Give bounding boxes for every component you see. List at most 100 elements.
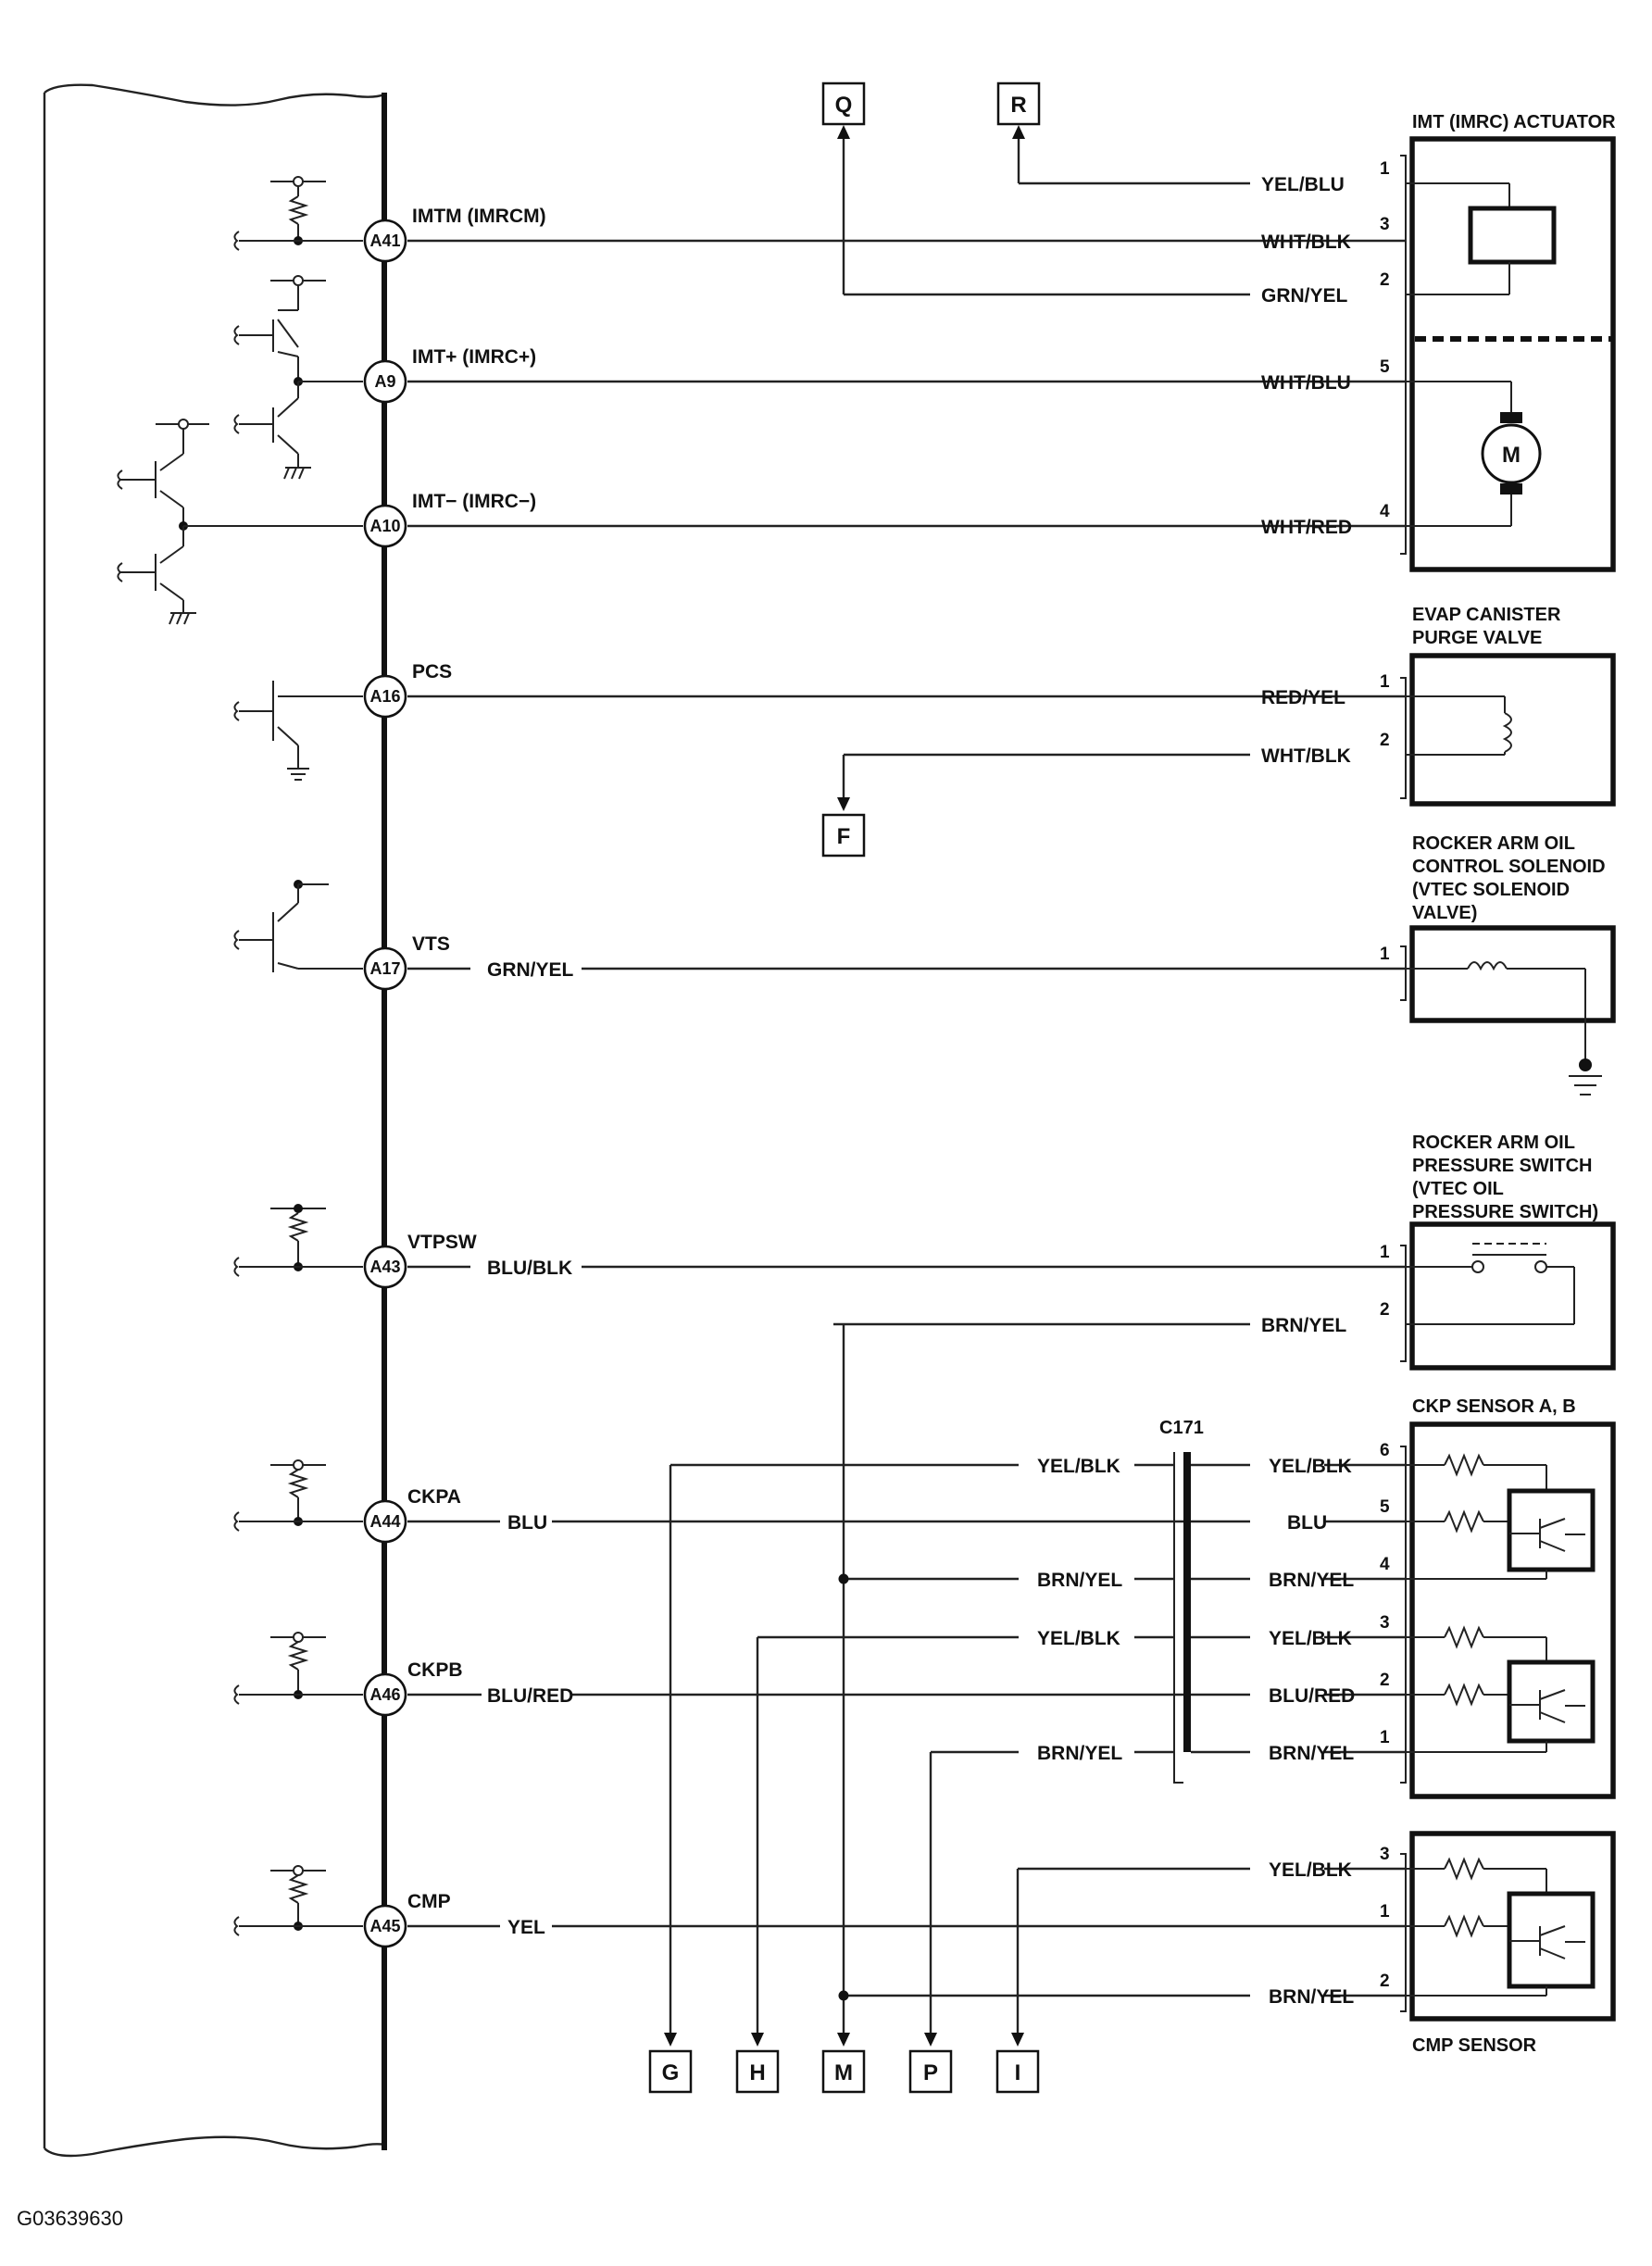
diagram-label: BRN/YEL xyxy=(1269,1570,1354,1591)
diagram-label: YEL/BLK xyxy=(1269,1628,1352,1649)
wire-label-imt-1: YEL/BLU xyxy=(1261,174,1345,195)
diagram-label: VALVE) xyxy=(1412,903,1477,923)
diagram-label: 4 xyxy=(1380,502,1390,521)
signal-label-cmp: CMP xyxy=(407,1891,451,1912)
signal-label-pcs: PCS xyxy=(412,661,452,682)
diagram-label: A16 xyxy=(369,687,400,706)
ecm-body xyxy=(43,83,387,2158)
wire-label-imt-5: WHT/BLU xyxy=(1261,372,1351,394)
diagram-label: 2 xyxy=(1380,731,1390,750)
wire-label-psw-2: BRN/YEL xyxy=(1261,1315,1346,1336)
diagram-label: 2 xyxy=(1380,270,1390,290)
ref-box-r xyxy=(996,81,1041,126)
signal-label-vts: VTS xyxy=(412,933,450,955)
ref-box-p xyxy=(908,2049,953,2094)
diagram-label: A17 xyxy=(369,959,400,978)
diagram-label: 1 xyxy=(1380,1728,1390,1747)
imt-connector xyxy=(1400,155,1407,555)
diagram-label: 1 xyxy=(1380,672,1390,692)
signal-label-imt-minus: IMT− (IMRC−) xyxy=(412,491,536,512)
ref-box-i xyxy=(995,2049,1040,2094)
diagram-label: 3 xyxy=(1380,1845,1390,1864)
ecm-pin-a9-circuit xyxy=(233,275,1406,480)
diagram-label: BLU/RED xyxy=(1269,1685,1355,1707)
ckp-sensor-box xyxy=(1409,1421,1616,1799)
diagram-label: 2 xyxy=(1380,1972,1390,1991)
diagram-label: A43 xyxy=(369,1258,400,1276)
ecm-pin-a17-circuit xyxy=(233,880,1406,972)
wire-label-imt-4: WHT/RED xyxy=(1261,517,1352,538)
diagram-label: BRN/YEL xyxy=(1037,1743,1122,1764)
figure-id: G03639630 xyxy=(17,2207,123,2230)
diagram-label: M xyxy=(1502,443,1521,468)
connector-c171-label: C171 xyxy=(1159,1418,1204,1438)
diagram-label: F xyxy=(837,824,851,849)
ecm-pin-a44-circuit xyxy=(233,1459,1406,1532)
motor-icon xyxy=(1481,423,1542,484)
diagram-label: BRN/YEL xyxy=(1269,1743,1354,1764)
diagram-label: 3 xyxy=(1380,1613,1390,1633)
ref-box-q xyxy=(821,81,866,126)
diagram-label: A44 xyxy=(369,1512,400,1531)
diagram-label: 5 xyxy=(1380,357,1390,377)
ecm-pin-a10-circuit xyxy=(117,419,1406,625)
coil-icon xyxy=(1502,712,1512,753)
diagram-label: BRN/YEL xyxy=(1269,1986,1354,2008)
signal-label-ckpb: CKPB xyxy=(407,1659,463,1681)
wire-label-vts: GRN/YEL xyxy=(487,959,574,981)
ecm-pin-a43-circuit xyxy=(233,1204,1406,1277)
diagram-label: 2 xyxy=(1380,1671,1390,1690)
diagram-label: ROCKER ARM OIL xyxy=(1412,1133,1575,1153)
ecm-pin-a16-circuit xyxy=(233,681,1406,781)
diagram-label: YEL/BLK xyxy=(1037,1628,1120,1649)
diagram-label: (VTEC SOLENOID xyxy=(1412,880,1570,900)
signal-label-ckpa: CKPA xyxy=(407,1486,461,1508)
wire-label-imt-2: GRN/YEL xyxy=(1261,285,1348,307)
diagram-label: BLU xyxy=(1287,1512,1327,1534)
ecm-pin-a41-circuit xyxy=(233,176,1406,251)
diagram-label: (VTEC OIL xyxy=(1412,1179,1504,1199)
ref-box-f xyxy=(821,813,866,858)
imt-actuator-title: IMT (IMRC) ACTUATOR xyxy=(1412,112,1616,132)
diagram-label: 6 xyxy=(1380,1441,1390,1460)
diagram-label: YEL/BLK xyxy=(1269,1456,1352,1477)
signal-label-vtpsw: VTPSW xyxy=(407,1232,477,1253)
wire-label-evap-1: RED/YEL xyxy=(1261,687,1345,708)
signal-label-imt-plus: IMT+ (IMRC+) xyxy=(412,346,536,368)
ecm-pin-a10: A10 xyxy=(363,504,407,548)
diagram-label: M xyxy=(834,2060,853,2085)
ref-box-h xyxy=(735,2049,780,2094)
diagram-label: BRN/YEL xyxy=(1037,1570,1122,1591)
diagram-label: PRESSURE SWITCH xyxy=(1412,1156,1592,1176)
diagram-label: ROCKER ARM OIL xyxy=(1412,833,1575,854)
diagram-label: A45 xyxy=(369,1917,400,1935)
coil-icon xyxy=(1467,961,1508,971)
wire-label-vtpsw: BLU/BLK xyxy=(487,1258,572,1279)
diagram-label: R xyxy=(1010,93,1026,118)
ecm-pin-a43: A43 xyxy=(363,1245,407,1289)
diagram-label: 3 xyxy=(1380,215,1390,234)
signal-label-imtm: IMTM (IMRCM) xyxy=(412,206,546,227)
diagram-label: H xyxy=(749,2060,765,2085)
diagram-label: 2 xyxy=(1380,1300,1390,1320)
ecm-pin-a41: A41 xyxy=(363,219,407,263)
ecm-pin-a45-circuit xyxy=(233,1865,1406,1936)
connector-c171 xyxy=(1183,1452,1191,1752)
wire-label-ckpa: BLU xyxy=(507,1512,547,1534)
diagram-label: 4 xyxy=(1380,1555,1390,1574)
diagram-label: I xyxy=(1015,2060,1021,2085)
imt-solenoid xyxy=(1468,206,1557,265)
wire-label-imt-3: WHT/BLK xyxy=(1261,232,1351,253)
diagram-label: 1 xyxy=(1380,945,1390,964)
ecm-pin-a17: A17 xyxy=(363,946,407,991)
ecm-pin-a46: A46 xyxy=(363,1672,407,1717)
ref-box-g xyxy=(648,2049,693,2094)
wire-label-cmp: YEL xyxy=(507,1917,545,1938)
ckp-sensor-a xyxy=(1406,1453,1596,1580)
diagram-label: PRESSURE SWITCH) xyxy=(1412,1202,1598,1222)
diagram-label: YEL/BLK xyxy=(1037,1456,1120,1477)
ecm-pin-a9: A9 xyxy=(363,359,407,404)
diagram-label: CKP SENSOR A, B xyxy=(1412,1396,1576,1417)
ecm-pin-a16: A16 xyxy=(363,674,407,719)
